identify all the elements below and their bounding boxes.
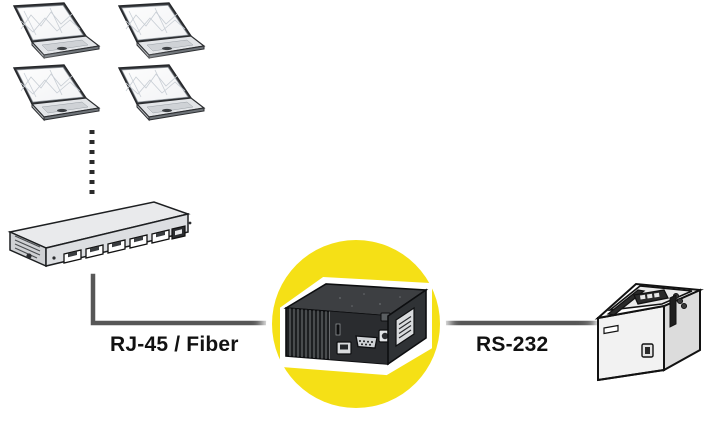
laptop-trackpad: [162, 108, 172, 113]
switch-rj45-ports: [63, 229, 170, 264]
laptop-keyboard: [41, 101, 89, 114]
printer-side-bar: [669, 294, 677, 328]
switch-status-leds: [26, 221, 192, 260]
laptop-3[interactable]: [2, 64, 102, 126]
laptop-illustration: [12, 64, 101, 122]
laptop-keyboard: [146, 39, 194, 52]
laptop-trackpad: [162, 46, 172, 51]
switch-illustration: [7, 201, 192, 268]
device-terminal-block: [395, 306, 415, 348]
laptop-keyboard: [41, 39, 89, 52]
device-rj45-port: [336, 341, 352, 355]
rj45-port-1: [63, 249, 82, 264]
screen-artwork: [125, 69, 186, 98]
device-slot: [335, 323, 341, 336]
printer-control-buttons[interactable]: [672, 292, 688, 310]
device-texture: [339, 293, 401, 307]
laptop-1[interactable]: [2, 2, 102, 64]
printer-illustration: [594, 282, 704, 382]
printer-base-edge: [597, 369, 665, 381]
laptop-illustration: [117, 2, 206, 60]
label-rj45-fiber: RJ-45 / Fiber: [110, 333, 239, 356]
serial-receipt-printer[interactable]: [588, 262, 716, 390]
screen-artwork: [125, 7, 186, 36]
laptop-base-front: [43, 107, 100, 121]
ethernet-switch[interactable]: [2, 196, 194, 284]
laptop-base-front: [148, 45, 205, 59]
rj45-port-5: [151, 229, 170, 244]
laptop-keyboard: [146, 101, 194, 114]
switch-uplink-ports: [171, 225, 186, 240]
laptop-trackpad: [57, 108, 67, 113]
screen-artwork: [20, 7, 81, 36]
serial-device-server[interactable]: [280, 272, 432, 378]
laptop-4[interactable]: [107, 64, 207, 126]
laptop-illustration: [117, 64, 206, 122]
printer-badge: [603, 324, 619, 335]
device-heatsink-fins: [289, 308, 327, 359]
laptop-base-front: [43, 45, 100, 59]
laptop-illustration: [12, 2, 101, 60]
device-db9-serial-port: [355, 335, 378, 349]
switch-vents: [14, 235, 41, 259]
device-server-illustration: [280, 276, 432, 376]
rj45-port-2: [85, 244, 104, 259]
printer-display: [633, 289, 669, 305]
rj45-port-3: [107, 239, 126, 254]
laptop-base-front: [148, 107, 205, 121]
printer-front-port: [641, 343, 654, 358]
laptop-2[interactable]: [107, 2, 207, 64]
link-switch-to-device-server: [90, 273, 303, 326]
rj45-port-4: [129, 234, 148, 249]
screen-artwork: [20, 69, 81, 98]
label-rs232: RS-232: [476, 333, 549, 356]
laptop-trackpad: [57, 46, 67, 51]
